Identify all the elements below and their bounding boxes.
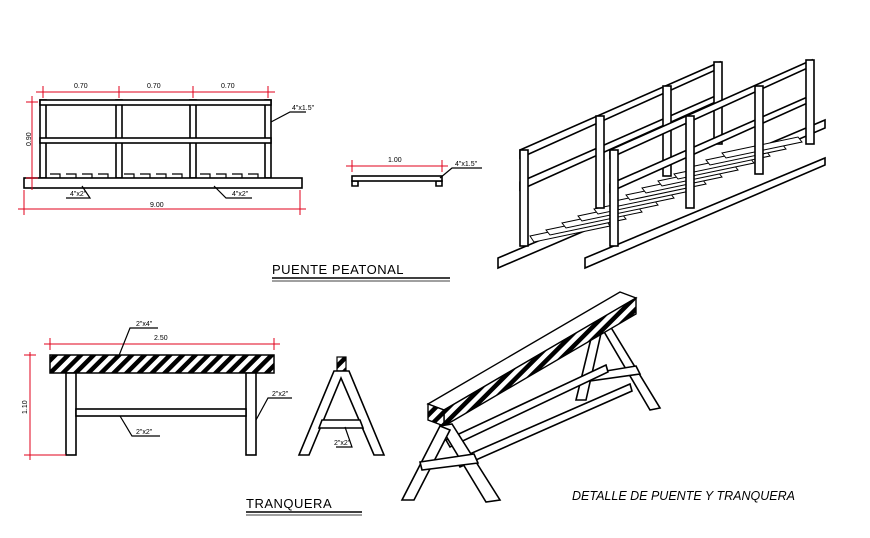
label-brace: 2"x2" — [136, 429, 153, 436]
iso-hatched-beam — [443, 296, 637, 428]
barrier-isometric — [400, 291, 662, 503]
dim-barrier-length: 2.50 — [154, 335, 168, 342]
barrier-brace — [75, 408, 247, 417]
barrier-title: TRANQUERA — [246, 496, 332, 511]
drawing-caption: DETALLE DE PUENTE Y TRANQUERA — [572, 489, 795, 503]
deck-planks — [50, 173, 259, 178]
bridge-section: 1.00 4"x1.5" — [346, 157, 482, 187]
label-side-brace: 2"x2" — [334, 440, 351, 447]
dim-span-2: 0.70 — [147, 83, 161, 90]
dim-total-length: 9.00 — [150, 202, 164, 209]
stringer-right — [584, 156, 826, 270]
barrier-elevation: 2.50 1.10 2"x4" 2"x2" 2"x2" — [22, 321, 292, 460]
dim-barrier-height: 1.10 — [22, 400, 29, 414]
bridge-title: PUENTE PEATONAL — [272, 262, 404, 277]
dim-width: 1.00 — [388, 157, 402, 164]
iso-deck-planks — [529, 136, 803, 243]
bridge-dimensions — [18, 86, 306, 215]
dim-span-1: 0.70 — [74, 83, 88, 90]
bridge-elevation: 0.70 0.70 0.70 0.90 9.00 4"x1.5" 4"x2" 4… — [18, 83, 315, 215]
barrier-leg — [65, 372, 77, 456]
label-deck-left: 4"x2" — [70, 191, 87, 198]
dim-height: 0.90 — [26, 132, 33, 146]
barrier-side: 2"x2" — [297, 356, 386, 456]
hatched-top-beam — [49, 354, 275, 374]
dim-span-3: 0.70 — [221, 83, 235, 90]
mid-rail — [39, 137, 272, 144]
bridge-isometric — [497, 58, 826, 270]
label-section-rail: 4"x1.5" — [455, 161, 478, 168]
label-top-beam: 2"x4" — [136, 321, 153, 328]
label-rail: 4"x1.5" — [292, 105, 315, 112]
top-rail — [39, 99, 272, 106]
label-leg: 2"x2" — [272, 391, 289, 398]
iso-near-railing — [609, 58, 815, 247]
bridge-deck — [23, 177, 303, 189]
label-deck-right: 4"x2" — [232, 191, 249, 198]
barrier-leg — [245, 372, 257, 456]
